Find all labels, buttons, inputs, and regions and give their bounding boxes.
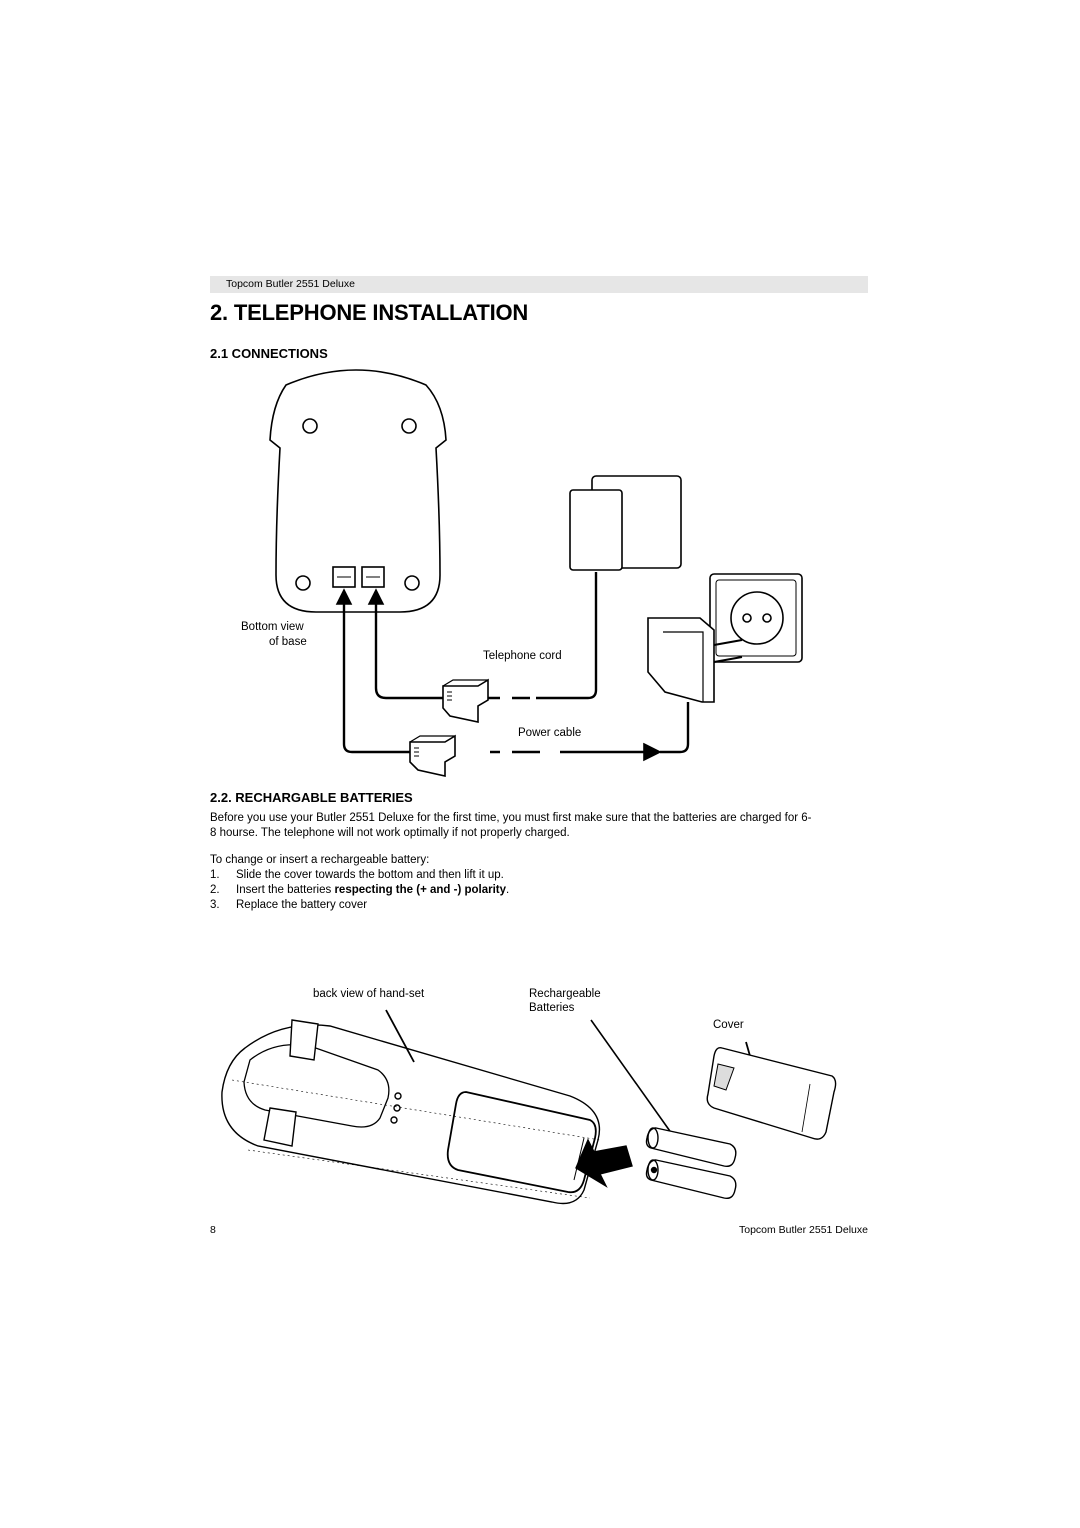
insert-arrow bbox=[575, 1138, 633, 1188]
section-heading-batteries: 2.2. RECHARGABLE BATTERIES bbox=[210, 790, 413, 805]
rj-plug-power bbox=[409, 734, 456, 777]
arrow-up-right bbox=[367, 588, 385, 605]
footer-title: Topcom Butler 2551 Deluxe bbox=[739, 1224, 868, 1236]
running-header-title: Topcom Butler 2551 Deluxe bbox=[226, 278, 355, 290]
label-power-cable: Power cable bbox=[518, 727, 582, 739]
list-item: 3. Replace the battery cover bbox=[210, 899, 368, 911]
running-header: Topcom Butler 2551 Deluxe bbox=[210, 276, 868, 293]
base-screw-hole bbox=[302, 418, 318, 434]
power-outlet bbox=[709, 573, 803, 663]
rj-plug-telephone bbox=[442, 678, 489, 723]
label-back-view: back view of hand-set bbox=[313, 988, 425, 1000]
handset-diagram bbox=[221, 1009, 837, 1205]
list-item: 1. Slide the cover towards the bottom an… bbox=[210, 869, 504, 881]
page-number: 8 bbox=[210, 1224, 216, 1236]
power-cable bbox=[660, 702, 690, 754]
intro-line-1: Before you use your Butler 2551 Deluxe f… bbox=[210, 812, 812, 824]
phone-jack bbox=[332, 566, 356, 588]
base-screw-hole bbox=[295, 575, 311, 591]
phone-adapter-front bbox=[569, 489, 623, 571]
section-heading-connections: 2.1 CONNECTIONS bbox=[210, 346, 328, 361]
base-outline bbox=[269, 369, 447, 613]
label-cover: Cover bbox=[713, 1019, 744, 1031]
pointer-line-batteries bbox=[590, 1019, 673, 1135]
chapter-title: 2. TELEPHONE INSTALLATION bbox=[210, 300, 529, 325]
base-screw-hole bbox=[401, 418, 417, 434]
telephone-cord bbox=[536, 572, 598, 700]
label-rechargeable: Rechargeable bbox=[529, 988, 601, 1000]
label-telephone-cord: Telephone cord bbox=[483, 650, 562, 662]
power-jack bbox=[361, 566, 385, 588]
battery-compartment bbox=[446, 1091, 597, 1194]
steps-list: 1. Slide the cover towards the bottom an… bbox=[210, 868, 509, 913]
label-batteries: Batteries bbox=[529, 1002, 575, 1014]
label-bottom-view: Bottom view bbox=[241, 621, 304, 633]
pointer-line-handset bbox=[385, 1009, 415, 1063]
arrow-up-left bbox=[335, 588, 353, 605]
list-item: 2. Insert the batteries respecting the (… bbox=[210, 884, 510, 896]
power-outlet-socket bbox=[730, 591, 784, 645]
change-intro: To change or insert a rechargeable batte… bbox=[210, 854, 430, 866]
base-screw-hole bbox=[404, 575, 420, 591]
power-adapter bbox=[647, 617, 715, 703]
label-of-base: of base bbox=[269, 636, 307, 648]
intro-line-2: 8 hourse. The telephone will not work op… bbox=[210, 827, 570, 839]
arrow-right bbox=[643, 742, 662, 762]
battery-cover bbox=[706, 1046, 837, 1140]
